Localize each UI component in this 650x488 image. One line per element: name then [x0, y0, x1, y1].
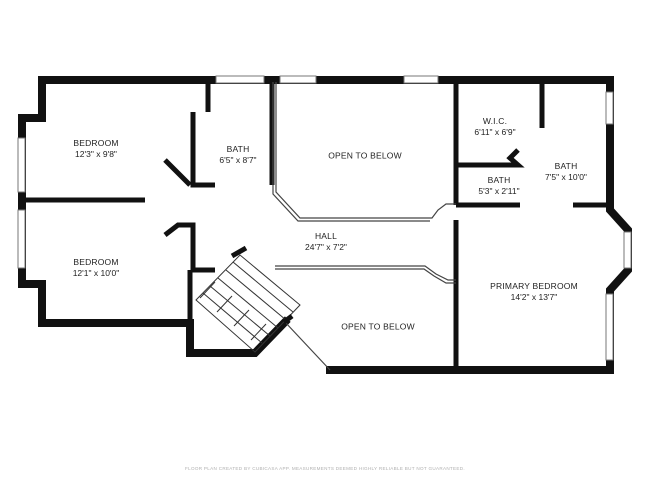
room-name: BATH — [554, 161, 578, 171]
room-label-open-below-bottom: OPEN TO BELOW — [341, 322, 415, 333]
room-label-open-below-top: OPEN TO BELOW — [328, 151, 402, 162]
room-name: BEDROOM — [73, 138, 119, 148]
room-name: PRIMARY BEDROOM — [490, 281, 578, 291]
room-label-wic: W.I.C. 6'11" x 6'9" — [474, 116, 515, 138]
room-dimensions: 7'5" x 10'0" — [545, 172, 587, 182]
room-name: HALL — [314, 231, 338, 241]
room-name: BATH — [226, 144, 250, 154]
room-label-hall: HALL 24'7" x 7'2" — [305, 231, 347, 253]
room-dimensions: 5'3" x 2'11" — [478, 186, 520, 196]
room-dimensions: 24'7" x 7'2" — [305, 242, 347, 252]
room-name: W.I.C. — [482, 116, 508, 126]
room-dimensions: 6'11" x 6'9" — [474, 127, 516, 137]
room-dimensions: 12'3" x 9'8" — [75, 149, 117, 159]
exterior-walls — [18, 76, 632, 374]
open-to-below-outlines — [272, 82, 456, 371]
room-label-bath-left: BATH 6'5" x 8'7" — [219, 144, 256, 166]
room-dimensions: 14'2" x 13'7" — [510, 292, 558, 302]
room-label-bedroom-top: BEDROOM 12'3" x 9'8" — [73, 138, 118, 160]
room-dimensions: 12'1" x 10'0" — [72, 268, 120, 278]
interior-walls — [22, 80, 610, 370]
staircase — [195, 245, 301, 353]
room-name: BATH — [487, 175, 511, 185]
room-name: BEDROOM — [73, 257, 119, 267]
room-label-bedroom-bottom: BEDROOM 12'1" x 10'0" — [73, 257, 120, 279]
footer-disclaimer: FLOOR PLAN CREATED BY CUBICASA APP. MEAS… — [185, 466, 465, 471]
room-label-bath-small: BATH 5'3" x 2'11" — [478, 175, 519, 197]
room-label-bath-right: BATH 7'5" x 10'0" — [545, 161, 587, 183]
room-dimensions: 6'5" x 8'7" — [219, 155, 257, 165]
room-name: OPEN TO BELOW — [328, 150, 402, 161]
room-label-primary-bedroom: PRIMARY BEDROOM 14'2" x 13'7" — [490, 281, 578, 303]
windows — [17, 75, 632, 361]
room-name: OPEN TO BELOW — [341, 321, 415, 332]
